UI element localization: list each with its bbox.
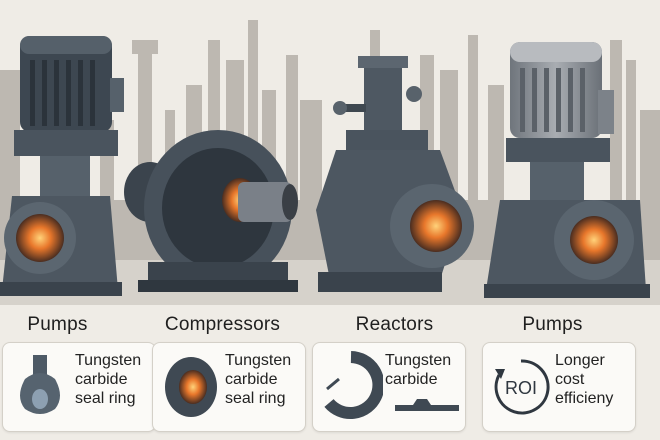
info-card-pumps: Tungsten carbide seal ring — [2, 342, 156, 432]
card-text: Tungsten carbide seal ring — [225, 351, 303, 408]
info-card-reactors: Tungsten carbide — [312, 342, 466, 432]
card-line: Tungsten — [225, 352, 292, 369]
card-line: carbide — [385, 371, 438, 388]
roi-cycle-icon: ROI — [494, 359, 550, 415]
pump-illustration-1 — [0, 36, 124, 296]
category-label-pumps-2: Pumps — [522, 314, 583, 335]
info-card-roi: ROI Longer cost efficienу — [482, 342, 636, 432]
info-card-compressors: Tungsten carbide seal ring — [152, 342, 306, 432]
card-text: Longer cost efficienу — [555, 351, 633, 408]
card-line: seal ring — [75, 390, 136, 407]
category-label-compressors: Compressors — [164, 314, 281, 335]
card-line: Tungsten — [75, 352, 142, 369]
ring-icon — [165, 357, 217, 417]
card-text: Tungsten carbide — [385, 351, 463, 389]
card-line: seal ring — [225, 390, 286, 407]
category-label-reactors: Reactors — [355, 314, 434, 335]
compressor-illustration — [124, 130, 298, 292]
reactor-illustration — [316, 56, 474, 292]
split-ring-icon — [324, 351, 383, 419]
card-line: efficienу — [555, 390, 614, 407]
card-line: carbide — [225, 371, 278, 388]
card-text: Tungsten carbide seal ring — [75, 351, 153, 408]
seal-ring-icon — [20, 355, 60, 414]
pump-illustration-2 — [484, 42, 650, 298]
card-line: carbide — [75, 371, 128, 388]
gasket-profile-icon — [395, 399, 459, 411]
card-line: Tungsten — [385, 352, 452, 369]
card-line: cost — [555, 371, 585, 388]
card-line: Longer — [555, 352, 605, 369]
category-label-pumps: Pumps — [27, 314, 88, 335]
roi-text: ROI — [505, 378, 537, 398]
